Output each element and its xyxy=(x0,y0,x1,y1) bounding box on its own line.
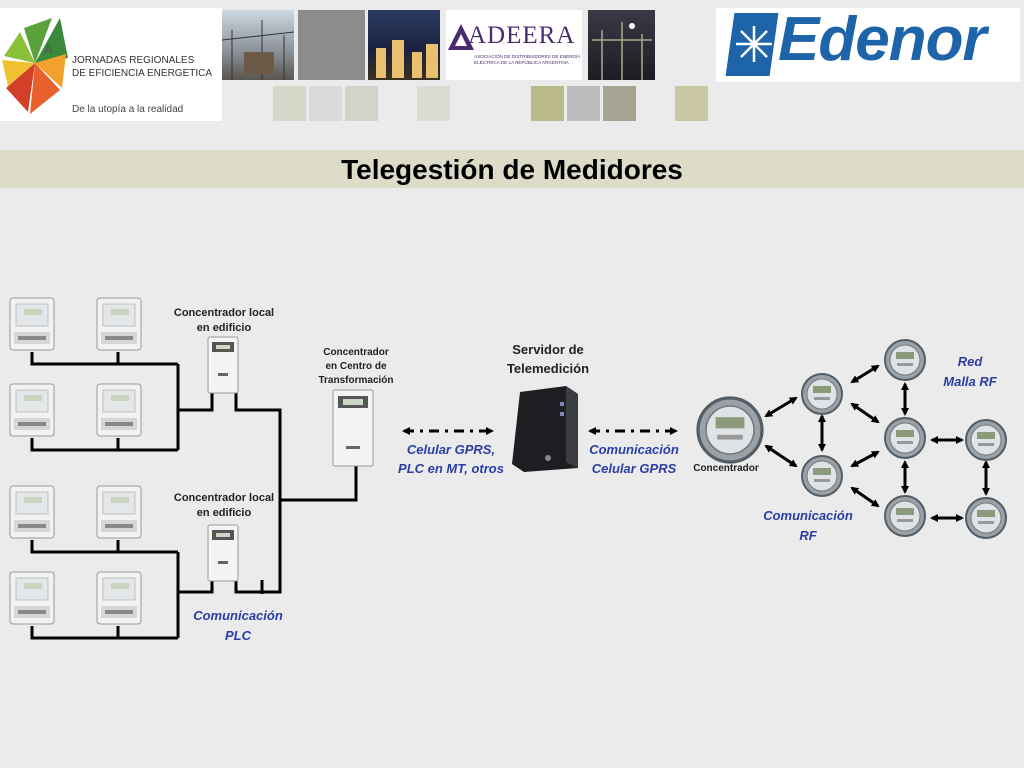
rf-meter-icon xyxy=(884,339,926,381)
star-icon xyxy=(736,26,772,62)
meter-icon xyxy=(96,485,142,539)
meter-icon xyxy=(9,297,55,351)
local-concentrator-icon xyxy=(207,336,239,394)
adeera-sub-line2: ELÉCTRICA DE LA REPÚBLICA ARGENTINA xyxy=(474,60,569,65)
substation-night-photo xyxy=(588,10,655,80)
ct-concentrator-label: Concentrador en Centro de Transformación xyxy=(306,346,406,388)
logo-tagline: De la utopía a la realidad xyxy=(72,104,184,115)
jornadas-flower-icon: A xyxy=(2,18,68,114)
label-line: en edificio xyxy=(196,507,252,519)
rf-concentrator-meter-icon xyxy=(696,396,764,464)
swatch xyxy=(309,86,342,121)
label-line: Concentrador xyxy=(323,347,389,358)
label-line: Comunicación xyxy=(193,608,283,623)
swatch xyxy=(675,86,708,121)
swatch xyxy=(531,86,564,121)
rf-meter-icon xyxy=(884,417,926,459)
rf-meter-icon xyxy=(965,497,1007,539)
local-concentrator-icon xyxy=(207,524,239,582)
substation-photo xyxy=(221,10,295,80)
label-line: Telemedición xyxy=(506,361,590,376)
label-line: Celular GPRS, xyxy=(406,442,496,457)
swatch xyxy=(273,86,306,121)
local-concentrator-bottom-label: Concentrador local en edificio xyxy=(164,491,284,521)
swatch xyxy=(567,86,600,121)
rf-meter-icon xyxy=(884,495,926,537)
adeera-name: ADEERA xyxy=(468,22,576,49)
rf-mesh-label: Red Malla RF xyxy=(928,352,1012,392)
rf-concentrator-label: Concentrador xyxy=(693,463,759,474)
label-line: Servidor de xyxy=(512,342,584,357)
adeera-a-icon xyxy=(448,24,474,50)
adeera-sub-line1: ASOCIACIÓN DE DISTRIBUIDORES DE ENERGÍA xyxy=(474,54,581,59)
swatch xyxy=(345,86,378,121)
label-line: Celular GPRS xyxy=(591,461,677,476)
title-band: Telegestión de Medidores xyxy=(0,150,1024,188)
label-line: Malla RF xyxy=(943,374,997,389)
jornadas-logo: A JORNADAS REGIONALES DE EFICIENCIA ENER… xyxy=(0,8,222,121)
label-line: RF xyxy=(799,528,817,543)
logo-line1: JORNADAS REGIONALES xyxy=(72,55,195,66)
label-line: Concentrador local xyxy=(173,307,275,319)
label-line: Comunicación xyxy=(589,442,679,457)
label-line: PLC xyxy=(225,628,251,643)
meter-icon xyxy=(9,571,55,625)
label-line: Red xyxy=(957,354,983,369)
swatch xyxy=(417,86,450,121)
label-line: en Centro de xyxy=(325,361,387,372)
gprs-plc-mt-label: Celular GPRS, PLC en MT, otros xyxy=(388,440,514,478)
meter-icon xyxy=(96,383,142,437)
swatch xyxy=(603,86,636,121)
gray-tile xyxy=(298,10,365,80)
label-line: en edificio xyxy=(196,322,252,334)
label-line: Transformación xyxy=(318,375,394,386)
rf-meter-icon xyxy=(965,419,1007,461)
rf-communication-label: Comunicación RF xyxy=(752,506,864,546)
server-label: Servidor de Telemedición xyxy=(490,340,606,378)
label-line: Concentrador local xyxy=(173,492,275,504)
edenor-name: Edenor xyxy=(778,5,987,74)
server-icon xyxy=(512,386,578,472)
svg-text:A: A xyxy=(44,42,53,57)
city-night-photo xyxy=(368,10,440,80)
label-line: PLC en MT, otros xyxy=(398,461,504,476)
meter-icon xyxy=(96,571,142,625)
rf-meter-icon xyxy=(801,373,843,415)
meter-icon xyxy=(9,485,55,539)
local-concentrator-top-label: Concentrador local en edificio xyxy=(164,306,284,336)
meter-icon xyxy=(96,297,142,351)
meter-icon xyxy=(9,383,55,437)
edenor-logo: Edenor xyxy=(716,5,1020,82)
adeera-logo: ADEERA ASOCIACIÓN DE DISTRIBUIDORES DE E… xyxy=(446,10,582,80)
plc-communication-label: Comunicación PLC xyxy=(180,606,296,646)
gprs-communication-label: Comunicación Celular GPRS xyxy=(578,440,690,478)
label-line: Comunicación xyxy=(763,508,853,523)
rf-meter-icon xyxy=(801,455,843,497)
logo-line2: DE EFICIENCIA ENERGETICA xyxy=(72,68,213,79)
page-title: Telegestión de Medidores xyxy=(341,154,683,185)
ct-concentrator-icon xyxy=(332,389,374,467)
